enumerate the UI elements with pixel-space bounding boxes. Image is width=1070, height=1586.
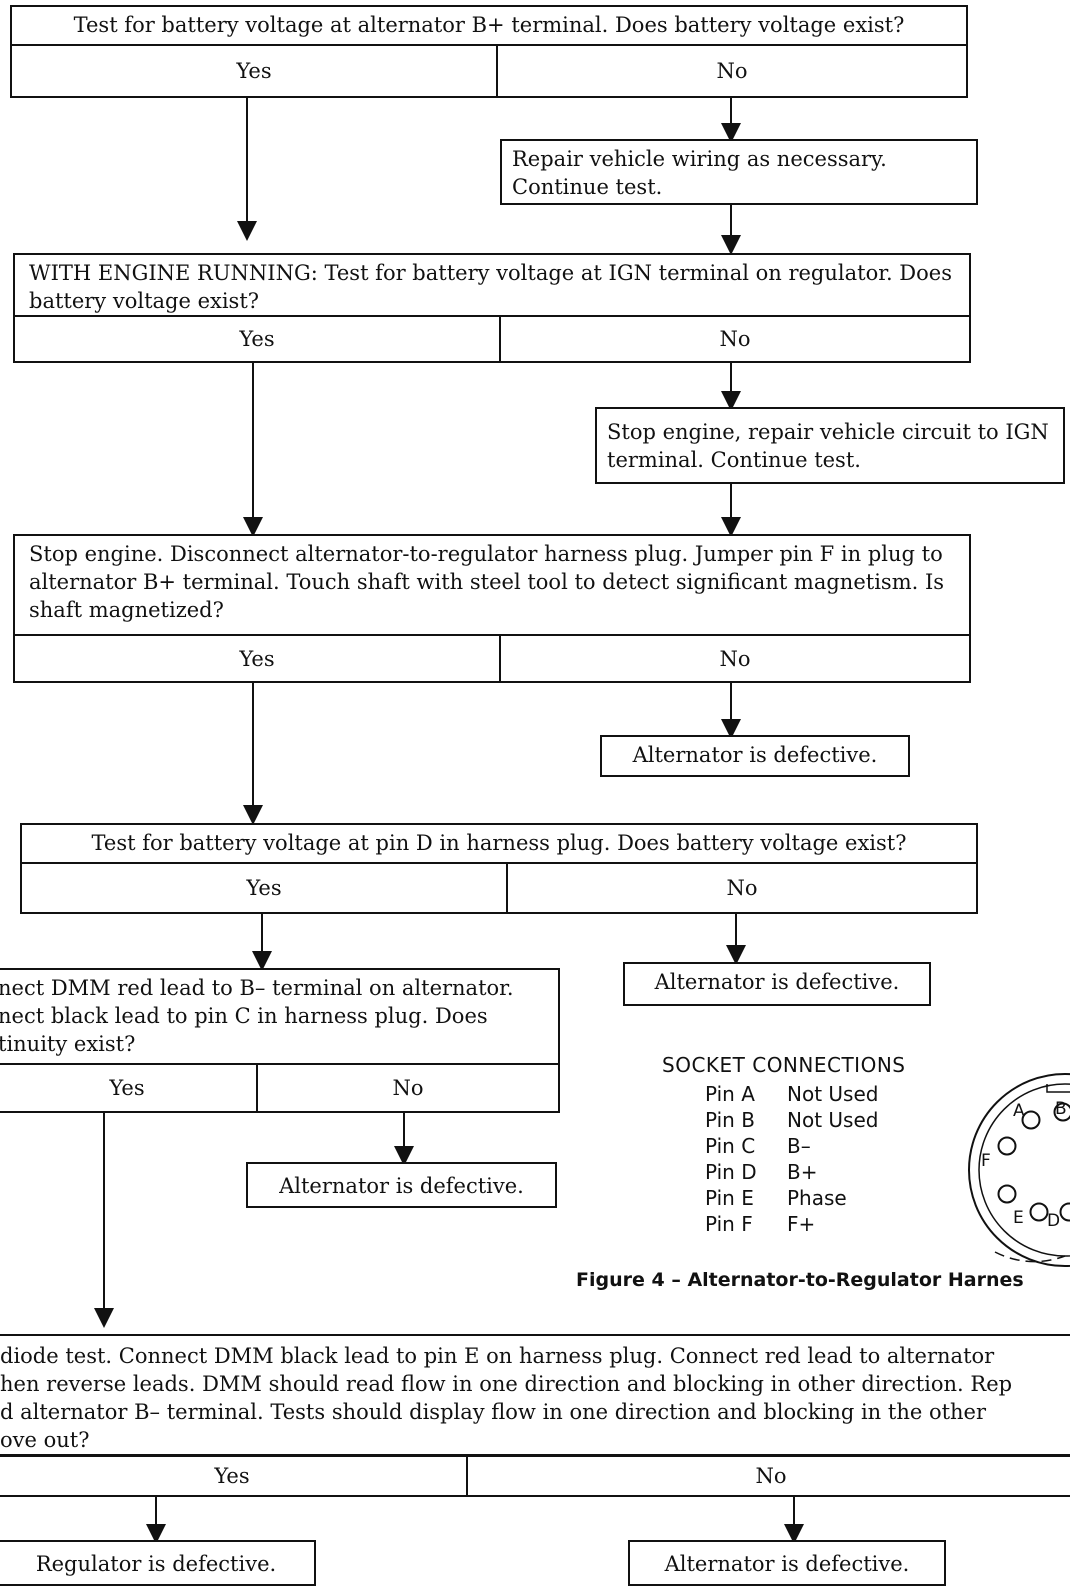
step6-no: No (466, 1457, 1070, 1495)
step1-yes: Yes (12, 46, 496, 96)
socket-pin-label: Pin A (705, 1081, 787, 1107)
step3-no: No (499, 636, 969, 681)
socket-pin-label: Pin D (705, 1159, 787, 1185)
step6-line-4: ove out? (0, 1426, 1070, 1454)
figure-caption: Figure 4 – Alternator-to-Regulator Harne… (576, 1269, 1024, 1291)
socket-pin-label: Pin B (705, 1107, 787, 1133)
step2-no: No (499, 317, 969, 361)
step4-question-text: Test for battery voltage at pin D in har… (92, 831, 907, 855)
connector-letter-b: B (1055, 1099, 1067, 1119)
socket-pin-label: Pin E (705, 1185, 787, 1211)
step3-answers: Yes No (13, 634, 971, 683)
step6-yes-result: Regulator is defective. (0, 1540, 316, 1586)
socket-pin-label: Pin C (705, 1133, 787, 1159)
step6-question: diode test. Connect DMM black lead to pi… (0, 1334, 1070, 1456)
step2-question: WITH ENGINE RUNNING: Test for battery vo… (13, 253, 971, 317)
step4-no-result: Alternator is defective. (623, 962, 931, 1006)
step4-yes: Yes (22, 864, 506, 912)
step6-line-1: diode test. Connect DMM black lead to pi… (0, 1342, 1070, 1370)
socket-pin-use: F+ (787, 1211, 815, 1237)
step1-no: No (496, 46, 966, 96)
socket-title: SOCKET CONNECTIONS (662, 1053, 905, 1077)
connector-drawing: A B F E D (935, 1062, 1070, 1282)
step3-question: Stop engine. Disconnect alternator-to-re… (13, 534, 971, 636)
connector-letter-e: E (1013, 1208, 1024, 1228)
step5-no-result: Alternator is defective. (246, 1162, 557, 1208)
step6-answers: Yes No (0, 1455, 1070, 1497)
socket-pin-use: Not Used (787, 1081, 878, 1107)
step4-answers: Yes No (20, 862, 978, 914)
step2-no-result: Stop engine, repair vehicle circuit to I… (595, 407, 1065, 484)
socket-pin-label: Pin F (705, 1211, 787, 1237)
step3-no-result: Alternator is defective. (600, 735, 910, 777)
step1-answers: Yes No (10, 44, 968, 98)
step5-answers: Yes No (0, 1063, 560, 1113)
step5-yes: Yes (0, 1065, 256, 1111)
step2-answers: Yes No (13, 315, 971, 363)
step5-no: No (256, 1065, 558, 1111)
step5-line-3: tinuity exist? (0, 1030, 558, 1058)
step2-yes: Yes (15, 317, 499, 361)
step1-no-result: Repair vehicle wiring as necessary. Cont… (500, 139, 978, 205)
socket-pin-use: B– (787, 1133, 811, 1159)
step5-line-1: nect DMM red lead to B– terminal on alte… (0, 974, 558, 1002)
step6-line-2: hen reverse leads. DMM should read flow … (0, 1370, 1070, 1398)
step1-question: Test for battery voltage at alternator B… (10, 5, 968, 46)
connector-letter-f: F (981, 1151, 991, 1171)
socket-pin-use: Not Used (787, 1107, 878, 1133)
step4-question: Test for battery voltage at pin D in har… (20, 823, 978, 864)
connector-letter-a: A (1013, 1101, 1025, 1121)
step5-question: nect DMM red lead to B– terminal on alte… (0, 968, 560, 1065)
step1-question-text: Test for battery voltage at alternator B… (74, 13, 905, 37)
step6-yes: Yes (0, 1457, 466, 1495)
socket-pin-use: Phase (787, 1185, 847, 1211)
step5-line-2: nect black lead to pin C in harness plug… (0, 1002, 558, 1030)
socket-pin-use: B+ (787, 1159, 817, 1185)
step6-no-result: Alternator is defective. (628, 1540, 946, 1586)
step6-line-3: d alternator B– terminal. Tests should d… (0, 1398, 1070, 1426)
step3-yes: Yes (15, 636, 499, 681)
connector-letter-d: D (1047, 1211, 1060, 1231)
step4-no: No (506, 864, 976, 912)
